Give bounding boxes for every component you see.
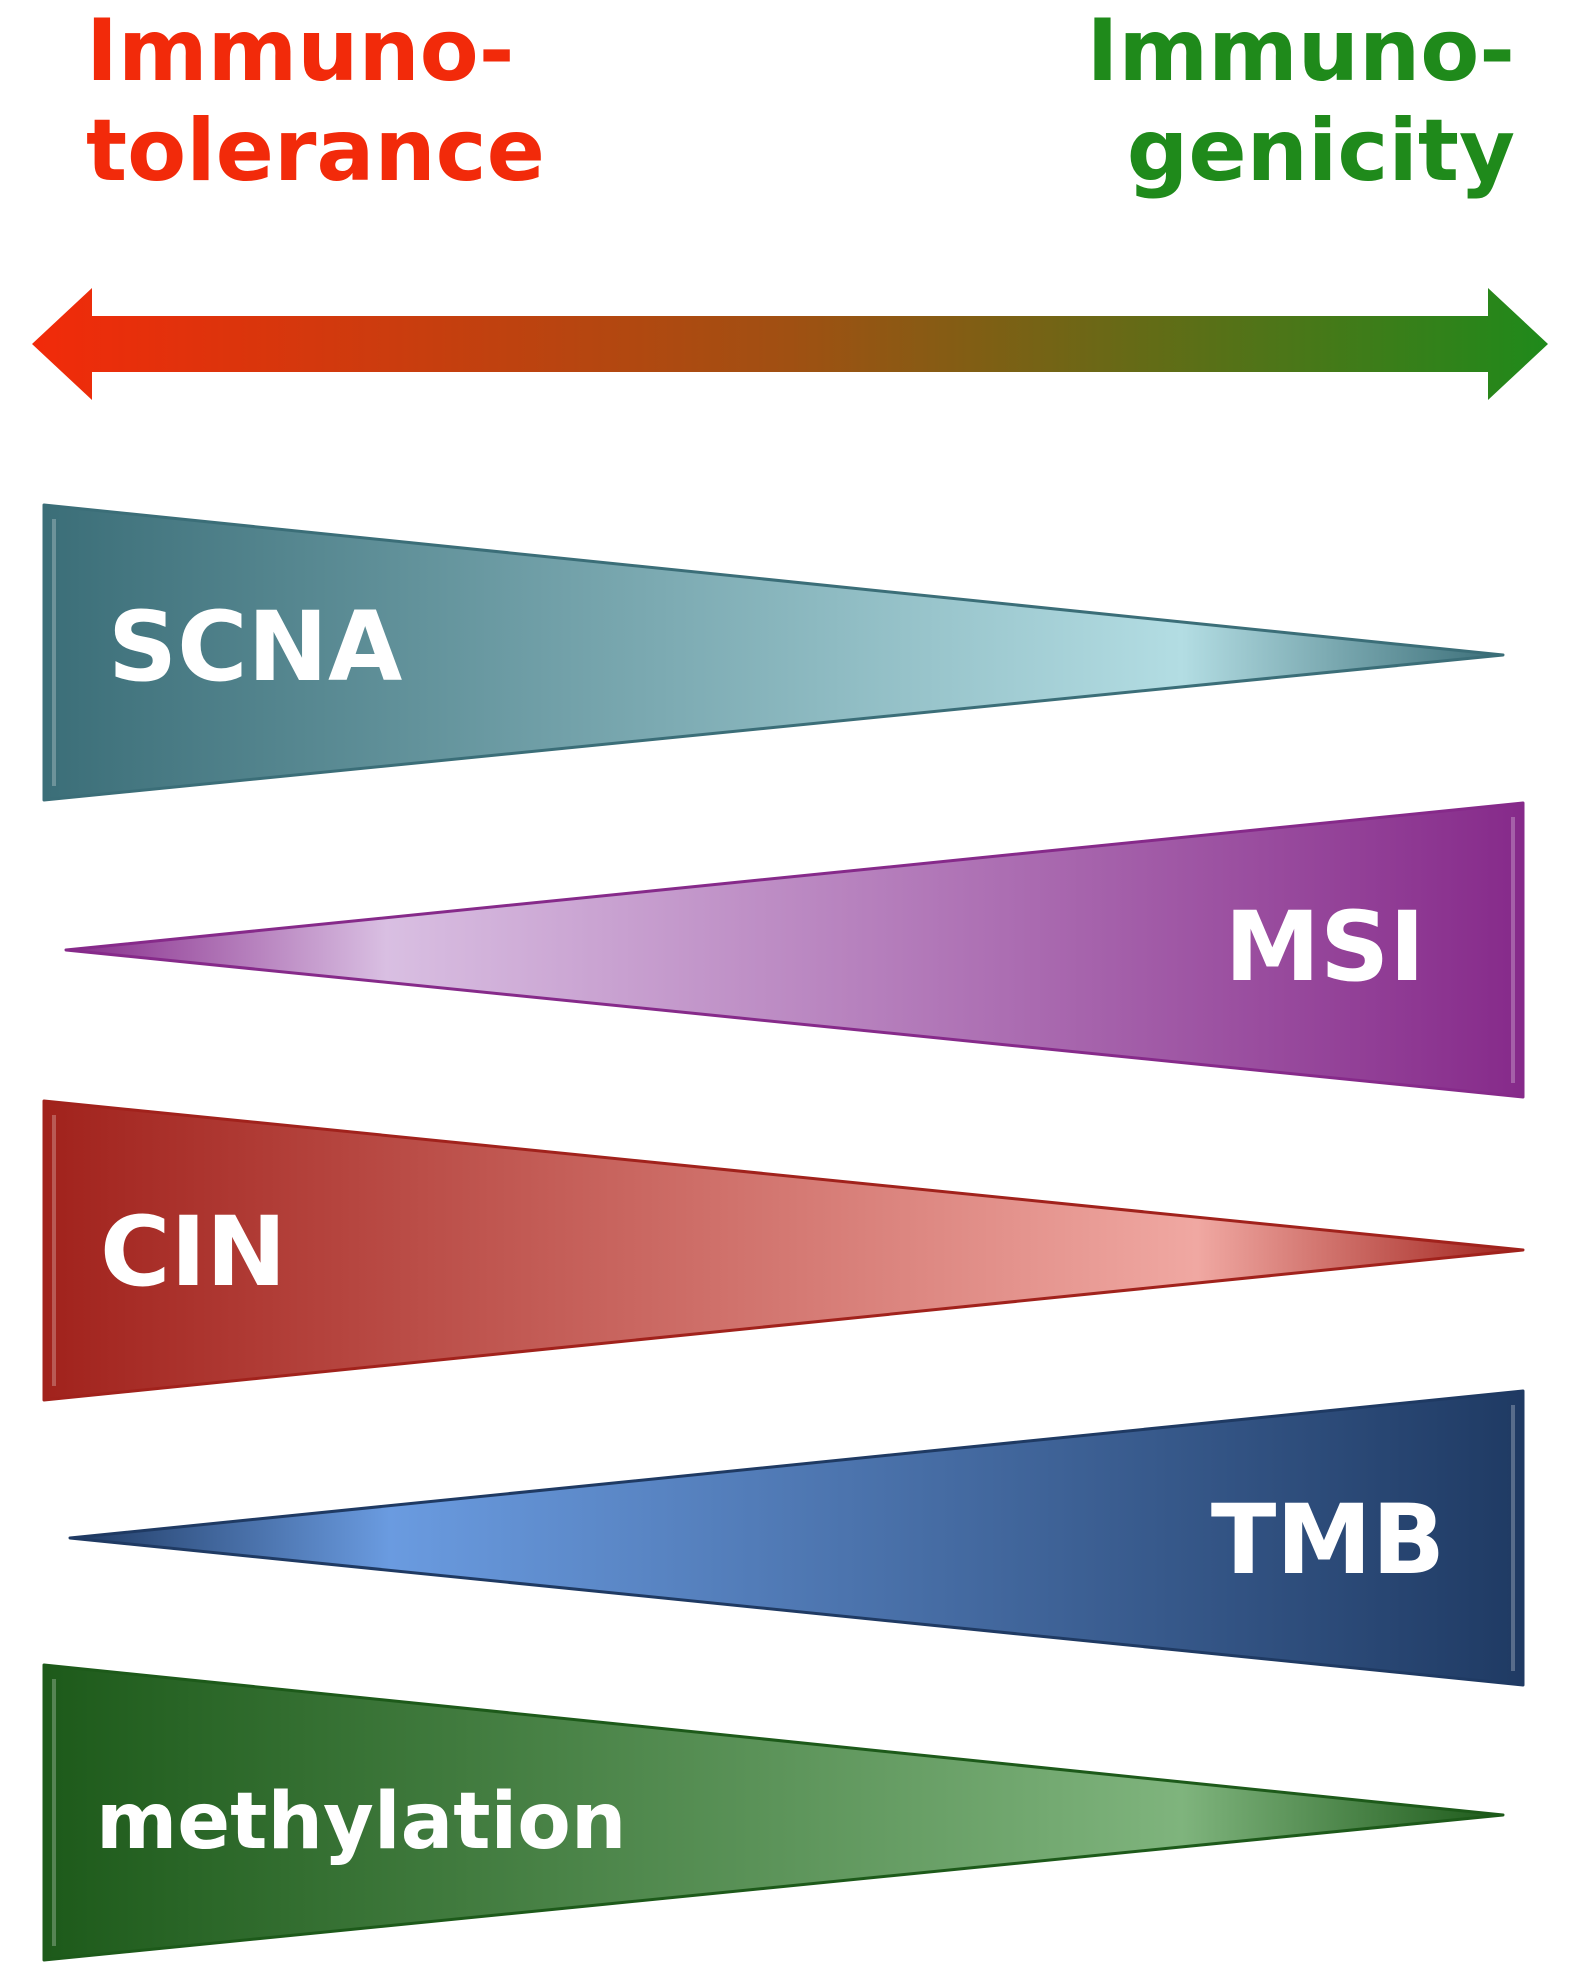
wedge-cin [42, 1099, 1525, 1402]
wedge-label-methylation: methylation [96, 1777, 626, 1867]
wedge-label-tmb: TMB [1211, 1484, 1445, 1596]
wedge-label-scna: SCNA [108, 591, 402, 703]
wedge-label-cin: CIN [100, 1196, 287, 1308]
immunotolerance-label-line1: Immuno- [86, 1, 515, 101]
immunotolerance-label: Immuno- tolerance [86, 1, 545, 202]
wedge-label-msi: MSI [1225, 891, 1425, 1003]
immunotolerance-label-line2: tolerance [86, 100, 545, 201]
wedge-scna [42, 503, 1505, 802]
wedge-msi [64, 801, 1525, 1099]
wedge-tmb [68, 1389, 1525, 1687]
immunogenicity-label-line1: Immuno- [1086, 1, 1515, 101]
immunogenicity-label-line2: genicity [1126, 100, 1515, 201]
double-arrow [32, 288, 1548, 400]
wedge-methylation [42, 1663, 1505, 1962]
immunogenicity-label: Immuno- genicity [1086, 1, 1515, 202]
